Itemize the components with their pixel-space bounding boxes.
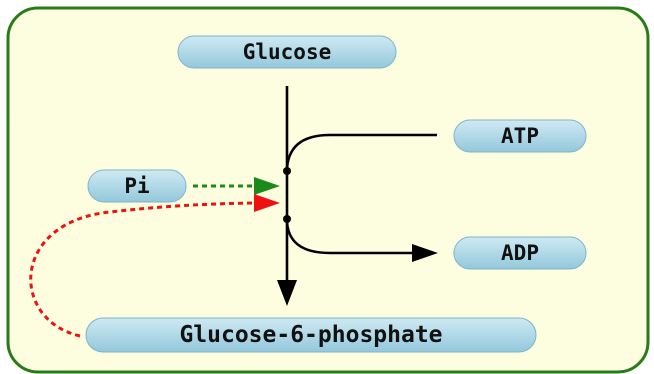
feedback-arrowhead (254, 194, 280, 212)
node-pi-label: Pi (124, 174, 149, 198)
node-atp-label: ATP (501, 124, 539, 148)
node-adp-label: ADP (501, 241, 539, 265)
adp-arrowhead (412, 244, 438, 262)
node-atp: ATP (453, 119, 587, 153)
atp-junction-dot (283, 167, 291, 175)
adp-branch-curve (285, 218, 414, 255)
node-glucose-6-phosphate-label: Glucose-6-phosphate (179, 322, 442, 348)
atp-branch-curve (285, 133, 437, 173)
node-glucose-6-phosphate: Glucose-6-phosphate (85, 317, 537, 353)
adp-junction-dot (283, 215, 291, 223)
pi-arrowhead (254, 177, 280, 195)
node-glucose: Glucose (177, 35, 397, 69)
node-adp: ADP (453, 236, 587, 270)
main-reaction-arrowhead (277, 280, 297, 306)
node-glucose-label: Glucose (243, 40, 332, 64)
node-pi: Pi (87, 169, 187, 203)
diagram-panel (6, 6, 650, 374)
